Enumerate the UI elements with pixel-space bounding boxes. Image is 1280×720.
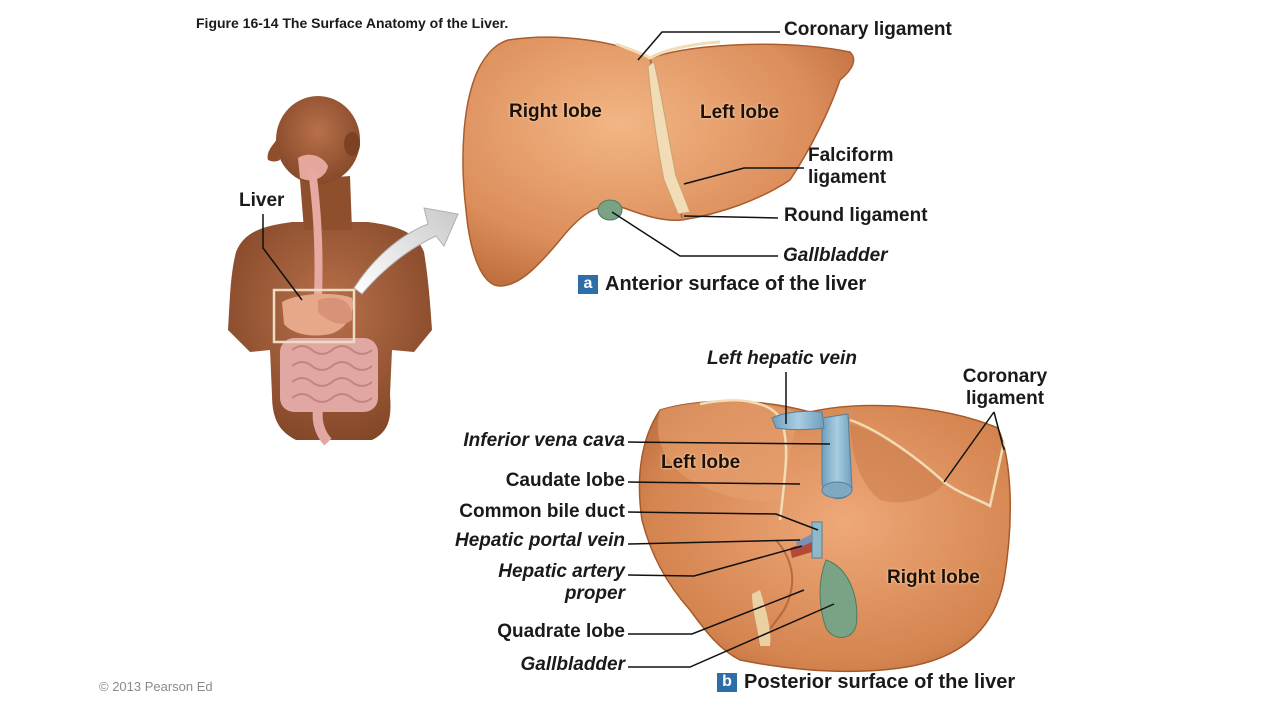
caption-badge-a: a xyxy=(578,275,598,294)
posterior-caption-text: Posterior surface of the liver xyxy=(744,671,1015,694)
copyright-notice: © 2013 Pearson Ed xyxy=(99,679,213,694)
round-ligament-label: Round ligament xyxy=(784,205,928,227)
gallbladder-anterior-label: Gallbladder xyxy=(783,245,888,267)
coronary-ligament-posterior-label-line2: ligament xyxy=(950,388,1060,410)
torso-figure xyxy=(228,96,432,442)
anterior-caption: a Anterior surface of the liver xyxy=(578,273,866,296)
coronary-ligament-label: Coronary ligament xyxy=(784,19,952,41)
falciform-ligament-label-line2: ligament xyxy=(808,167,886,189)
right-lobe-anterior-label: Right lobe xyxy=(509,101,602,123)
left-lobe-anterior-label: Left lobe xyxy=(700,102,779,124)
posterior-liver xyxy=(628,372,1010,671)
anterior-caption-text: Anterior surface of the liver xyxy=(605,273,866,296)
inferior-vena-cava-label: Inferior vena cava xyxy=(400,430,625,452)
right-lobe-posterior-label: Right lobe xyxy=(887,567,980,589)
hepatic-portal-vein-label: Hepatic portal vein xyxy=(400,530,625,552)
posterior-caption: b Posterior surface of the liver xyxy=(717,671,1015,694)
left-hepatic-vein-label: Left hepatic vein xyxy=(707,348,857,370)
liver-body-label: Liver xyxy=(239,190,284,212)
caudate-lobe-label: Caudate lobe xyxy=(400,470,625,492)
caption-badge-b: b xyxy=(717,673,737,692)
gallbladder-posterior-label: Gallbladder xyxy=(400,654,625,676)
hepatic-artery-label-line2: proper xyxy=(400,583,625,605)
common-bile-duct-label: Common bile duct xyxy=(400,501,625,523)
quadrate-lobe-label: Quadrate lobe xyxy=(400,621,625,643)
falciform-ligament-label-line1: Falciform xyxy=(808,145,894,167)
left-lobe-posterior-label: Left lobe xyxy=(661,452,740,474)
hepatic-artery-label-line1: Hepatic artery xyxy=(400,561,625,583)
coronary-ligament-posterior-label-line1: Coronary xyxy=(950,366,1060,388)
